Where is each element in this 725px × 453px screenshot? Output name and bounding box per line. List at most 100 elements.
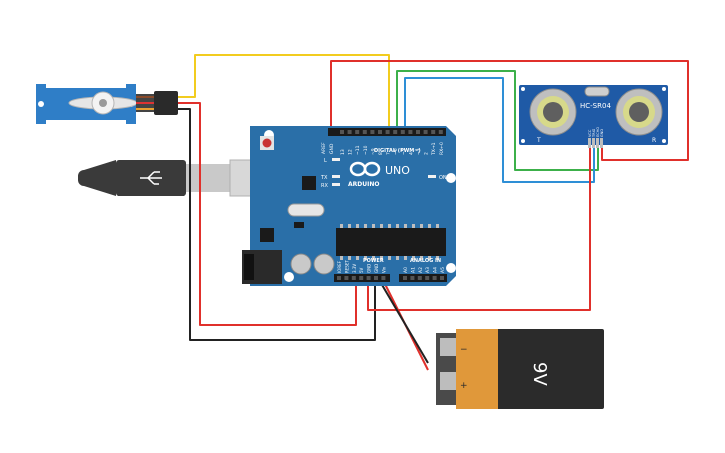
power-pin-label: Vin — [381, 266, 386, 273]
wire-green-trig[interactable] — [396, 70, 599, 171]
digital-pin-label: ~11 — [355, 145, 361, 155]
gnd-label-top: GND — [329, 143, 335, 154]
digital-pin-holes[interactable] — [340, 130, 443, 134]
usb-chip — [302, 176, 316, 190]
analog-pin-hole[interactable] — [410, 276, 415, 280]
power-pin-hole[interactable] — [381, 276, 386, 280]
digital-pwm-label: DIGITAL (PWM~) — [374, 148, 421, 154]
power-pin-label: 5V — [359, 267, 364, 273]
digital-pin-hole[interactable] — [408, 130, 413, 134]
sensor-t-label: T — [536, 137, 541, 144]
analog-pin-hole[interactable] — [425, 276, 430, 280]
power-pin-label: 3.3V — [352, 264, 357, 273]
digital-pin-hole[interactable] — [362, 130, 367, 134]
analog-pin-label: A3 — [425, 267, 431, 273]
digital-pin-hole[interactable] — [416, 130, 420, 134]
digital-pin-hole[interactable] — [400, 130, 405, 134]
sensor-pin-label: VCC — [588, 129, 592, 137]
digital-pin-label: ~3 — [416, 148, 422, 155]
digital-pin-label: RX←0 — [439, 142, 445, 155]
digital-pin-label: 4 — [408, 152, 414, 155]
digital-pin-label: 2 — [424, 152, 430, 155]
wire-yellow-servo-signal[interactable] — [178, 54, 390, 131]
digital-pin-hole[interactable] — [378, 130, 382, 134]
aref-label: AREF — [321, 142, 327, 154]
analog-pin-label: A4 — [433, 267, 439, 273]
wire-red-5v-sensor[interactable] — [330, 60, 689, 161]
digital-pin-hole[interactable] — [385, 130, 390, 134]
analog-pin-hole[interactable] — [403, 276, 407, 280]
digital-pin-hole[interactable] — [347, 130, 352, 134]
power-pin-hole[interactable] — [337, 276, 341, 280]
digital-pin-hole[interactable] — [438, 130, 443, 134]
led-on-label: ON — [439, 175, 447, 181]
servo-motor[interactable] — [36, 84, 178, 124]
arduino-infinity-logo — [349, 161, 381, 177]
sensor-pin-label: ECHO — [596, 127, 600, 137]
wire-blue-echo[interactable] — [404, 77, 595, 183]
power-pin-hole[interactable] — [344, 276, 349, 280]
led-tx — [332, 175, 340, 178]
analog-pin-hole[interactable] — [432, 276, 437, 280]
wire-black-servo-ground[interactable] — [178, 108, 376, 341]
digital-pin-label: ~5 — [401, 148, 407, 155]
digital-pin-label: ~10 — [363, 145, 369, 155]
analog-pin-label: A1 — [410, 267, 416, 273]
power-pin-label: RESET — [344, 260, 349, 273]
digital-pin-hole[interactable] — [355, 130, 360, 134]
digital-pin-hole[interactable] — [340, 130, 344, 134]
power-pin-label: IOREF — [337, 260, 342, 273]
power-pin-label: GND — [367, 264, 372, 273]
digital-pin-label: 13 — [340, 149, 346, 155]
digital-pin-label: TX→1 — [431, 142, 437, 156]
power-pin-hole[interactable] — [374, 276, 378, 280]
transducer-right — [615, 88, 663, 136]
battery-minus-label: − — [460, 345, 468, 355]
power-pin-hole[interactable] — [359, 276, 364, 280]
analog-header — [399, 274, 447, 282]
usb-cable — [78, 145, 265, 197]
battery-9v[interactable]: − + 9V — [436, 329, 604, 409]
power-label: POWER — [363, 258, 384, 264]
sensor-pins[interactable] — [588, 138, 603, 148]
led-l-label: L — [324, 158, 327, 164]
capacitor — [313, 253, 335, 275]
power-pin-hole[interactable] — [351, 276, 356, 280]
analog-pin-label: A0 — [403, 267, 409, 273]
battery-plus-label: + — [460, 381, 468, 391]
digital-pin-hole[interactable] — [370, 130, 375, 134]
analog-pin-hole[interactable] — [440, 276, 444, 280]
power-pin-holes[interactable] — [337, 276, 444, 280]
atmega-chip — [336, 228, 446, 256]
arduino-logo-text: ARDUINO — [348, 181, 379, 188]
wire-red-servo-power[interactable] — [178, 102, 357, 326]
analog-in-label: ANALOG IN — [410, 258, 441, 264]
voltage-regulator — [260, 228, 274, 242]
digital-pin-label: 12 — [348, 149, 354, 155]
battery-voltage-label: 9V — [529, 362, 550, 386]
wire-black-battery[interactable] — [377, 277, 429, 364]
sensor-label: HC-SR04 — [580, 102, 611, 110]
sensor-pin-label: GND — [600, 129, 604, 137]
digital-pin-label: ~6 — [393, 148, 399, 155]
digital-pin-hole[interactable] — [393, 130, 398, 134]
digital-pin-hole[interactable] — [431, 130, 436, 134]
sensor-pin-label: TRIG — [592, 128, 596, 138]
led-rx-label: RX — [321, 183, 328, 189]
power-pin-hole[interactable] — [366, 276, 371, 280]
analog-pin-label: A2 — [418, 267, 424, 273]
led-rx — [332, 183, 340, 186]
led-l — [332, 158, 340, 161]
digital-pin-hole[interactable] — [423, 130, 428, 134]
wire-red-sensor-gnd[interactable] — [367, 145, 591, 311]
digital-pin-label: ~9 — [370, 148, 376, 155]
analog-pin-hole[interactable] — [417, 276, 422, 280]
led-on — [428, 175, 436, 178]
digital-pin-label: 8 — [378, 152, 384, 155]
